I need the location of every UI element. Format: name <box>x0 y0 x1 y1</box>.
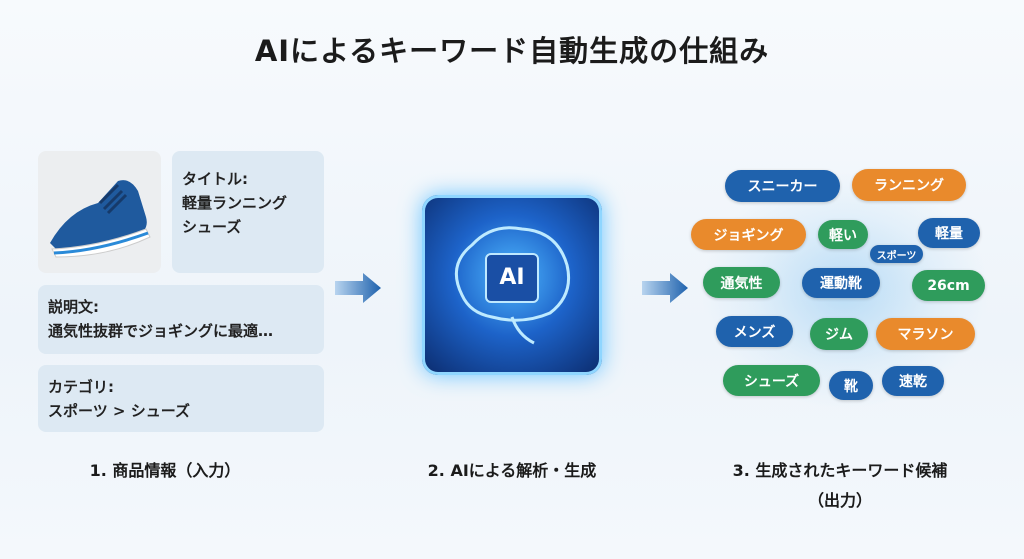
step-3-label: 3. 生成されたキーワード候補 （出力） <box>690 456 990 516</box>
keyword-pill: ランニング <box>852 169 966 201</box>
step-3-subtitle: （出力） <box>807 491 872 510</box>
category-label: カテゴリ: <box>48 378 114 396</box>
category-value: スポーツ > シューズ <box>48 402 190 420</box>
ai-brain-graphic: AI <box>422 195 602 375</box>
product-image <box>38 151 161 273</box>
step-1-label: 1. 商品情報（入力） <box>89 461 241 480</box>
keyword-pill: マラソン <box>876 318 975 350</box>
page-title: AIによるキーワード自動生成の仕組み <box>254 34 770 68</box>
keyword-pill: 26cm <box>912 270 985 301</box>
keyword-pill: 靴 <box>829 371 873 400</box>
keyword-pill: ジム <box>810 318 868 350</box>
arrow-right-icon <box>642 273 688 303</box>
keyword-pill: シューズ <box>723 365 820 396</box>
step-3-title: 3. 生成されたキーワード候補 <box>732 461 948 480</box>
description-label: 説明文: <box>48 298 99 316</box>
title-value-cont: シューズ <box>182 218 242 236</box>
title-value: 軽量ランニング <box>182 194 288 212</box>
description-field: 説明文: 通気性抜群でジョギングに最適… <box>38 285 324 354</box>
ai-chip-label: AI <box>485 253 539 303</box>
description-value: 通気性抜群でジョギングに最適… <box>48 322 274 340</box>
step-2-label: 2. AIによる解析・生成 <box>427 461 597 480</box>
keyword-pill: スニーカー <box>725 170 840 202</box>
keyword-pill: 運動靴 <box>802 268 880 298</box>
category-field: カテゴリ: スポーツ > シューズ <box>38 365 324 432</box>
keyword-pill: ジョギング <box>691 219 806 250</box>
title-field: タイトル: 軽量ランニング シューズ <box>172 151 324 273</box>
shoe-icon <box>50 180 151 258</box>
keyword-pill: 通気性 <box>703 267 780 298</box>
arrow-right-icon <box>335 273 381 303</box>
keyword-pill: メンズ <box>716 316 793 347</box>
brain-icon <box>454 226 571 345</box>
keyword-pill: 速乾 <box>882 366 944 396</box>
keyword-pill: 軽い <box>818 220 868 249</box>
title-label: タイトル: <box>182 170 248 188</box>
keyword-pill: 軽量 <box>918 218 980 248</box>
keyword-pill: スポーツ <box>870 245 923 263</box>
